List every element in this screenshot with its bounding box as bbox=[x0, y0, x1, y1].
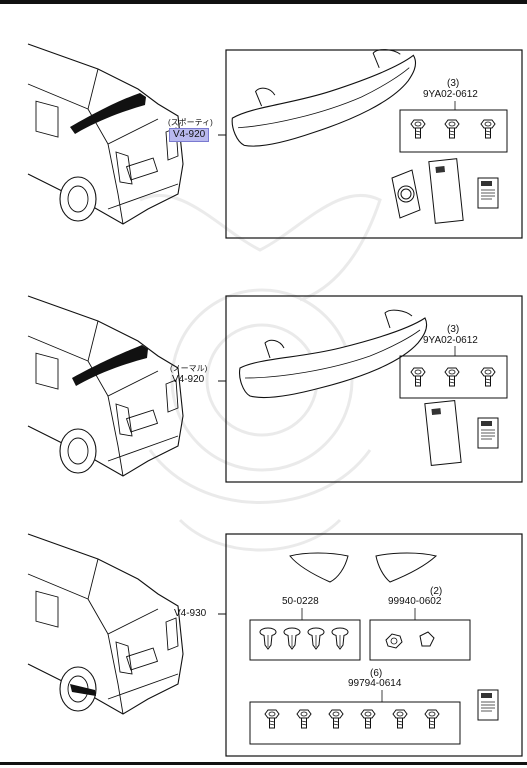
kit-box-2 bbox=[225, 295, 523, 483]
clip-icon bbox=[259, 627, 349, 650]
manual-icon bbox=[477, 689, 499, 721]
spoiler-highlight-1 bbox=[70, 93, 146, 134]
screw-qty: (6) bbox=[370, 668, 383, 679]
normal-part-number[interactable]: V4-920 bbox=[172, 374, 205, 385]
sporty-bolt-number[interactable]: 9YA02-0612 bbox=[423, 89, 478, 100]
bolt-icon bbox=[264, 709, 440, 729]
bumper-bolt-qty: (2) bbox=[430, 586, 443, 597]
bolt-icon bbox=[410, 119, 496, 139]
bolt-icon bbox=[385, 631, 435, 649]
kit-box-3 bbox=[225, 533, 523, 757]
top-border bbox=[0, 0, 527, 4]
spoiler-icon bbox=[227, 46, 422, 149]
car-rear-icon bbox=[27, 43, 184, 225]
garnish-left bbox=[289, 552, 349, 583]
screw-number[interactable]: 99794-0614 bbox=[348, 678, 402, 689]
car-rear-icon bbox=[27, 533, 184, 715]
sporty-part-number[interactable]: V4-920 bbox=[169, 128, 210, 142]
bumper-highlight bbox=[70, 684, 96, 696]
emblem-sheet bbox=[391, 169, 421, 219]
sporty-bolt-qty: (3) bbox=[447, 78, 460, 89]
normal-sub-label: (ノーマル) bbox=[170, 364, 208, 373]
car-rear-icon bbox=[27, 295, 184, 477]
bumper-bolt-number[interactable]: 99940-0602 bbox=[388, 596, 442, 607]
bolt-icon bbox=[410, 367, 496, 387]
manual-icon bbox=[424, 400, 499, 466]
manual-icon bbox=[428, 158, 499, 224]
bottom-border bbox=[0, 762, 527, 765]
normal-bolt-qty: (3) bbox=[447, 324, 460, 335]
kit-box-1 bbox=[225, 49, 523, 239]
bumper-part-number[interactable]: V4-930 bbox=[174, 608, 207, 619]
garnish-right bbox=[375, 552, 438, 583]
clip-number[interactable]: 50-0228 bbox=[282, 596, 319, 607]
normal-bolt-number[interactable]: 9YA02-0612 bbox=[423, 335, 478, 346]
spoiler-highlight-2 bbox=[72, 345, 148, 386]
sporty-sub-label: (スポーティ) bbox=[168, 118, 213, 127]
